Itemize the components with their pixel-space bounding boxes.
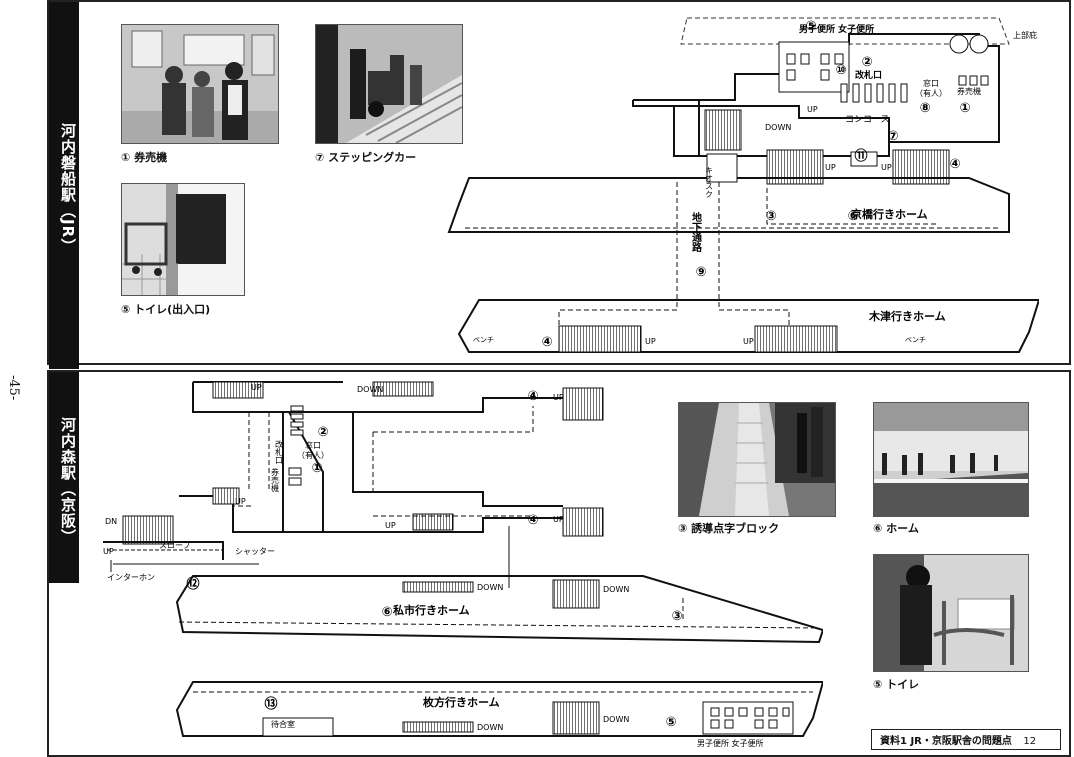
jr-up-label-1: UP (807, 105, 818, 114)
photo-stepping-car (315, 24, 463, 144)
kh-up-label-5: UP (553, 515, 564, 524)
jr-ticket-machine-label: 券売機 (957, 86, 981, 96)
kh-marker-4a: ④ (527, 389, 538, 404)
photo-toilet-entrance (121, 183, 245, 296)
jr-kiosk-label: キオスク (705, 166, 714, 198)
top-panel: 河内磐船駅（JR） ① 券売機 (47, 0, 1071, 369)
kh-ticket-gate-label: 改札口 (275, 439, 284, 464)
jr-marker-2: ② (861, 55, 872, 70)
kh-up-label-6: UP (103, 547, 114, 556)
jr-marker-11: ⑪ (854, 148, 867, 164)
top-station-title: 河内磐船駅（JR） (49, 2, 79, 369)
jr-upper-floor-label: 上部庇 (1013, 30, 1037, 40)
photo-platform (873, 402, 1029, 517)
kh-up-label-2: UP (553, 393, 564, 402)
kh-window-staffed-label: （有人） (297, 450, 329, 460)
jr-concourse-label: コンコース (845, 115, 890, 125)
jr-bench-label-1: ベンチ (473, 336, 494, 344)
jr-platform-kizu: 木津行きホーム (868, 309, 946, 323)
kh-intercom-label: インターホン (107, 573, 155, 582)
kh-dn-label: DN (105, 517, 117, 526)
kh-down-label-1: DOWN (357, 385, 383, 394)
bottom-station-title: 河内森駅（京阪） (49, 372, 79, 583)
kh-marker-13: ⑬ (264, 696, 277, 712)
jr-up-label-5: UP (743, 337, 754, 346)
caption-tactile-blocks: ③ 誘導点字ブロック (678, 522, 780, 535)
kh-up-label-3: UP (235, 497, 246, 506)
kh-down-label-4: DOWN (477, 723, 503, 732)
jr-up-label-3: UP (881, 163, 892, 172)
kh-marker-4b: ④ (527, 513, 538, 528)
photo-tactile-blocks (678, 402, 836, 517)
kh-marker-5: ⑤ (665, 715, 676, 730)
jr-marker-4b: ④ (541, 335, 552, 350)
jr-marker-3: ③ (765, 209, 776, 224)
kh-platform-hirakata: 枚方行きホーム (423, 695, 500, 709)
caption-platform: ⑥ ホーム (873, 522, 919, 535)
footer-label: 資料1 JR・京阪駅舎の問題点 12 (871, 729, 1061, 750)
jr-marker-7: ⑦ (887, 129, 898, 144)
jr-down-label-1: DOWN (765, 123, 791, 132)
kh-marker-1: ① (311, 461, 322, 476)
kh-shutter-label: シャッター (235, 547, 275, 556)
footer-title: 資料1 JR・京阪駅舎の問題点 (880, 736, 1012, 747)
photo-toilet (873, 554, 1029, 672)
jr-window-staffed-label: （有人） (915, 88, 947, 98)
jr-marker-5: ⑤ (805, 19, 816, 34)
kh-marker-6: ⑥ (381, 605, 392, 620)
kh-down-label-3: DOWN (603, 585, 629, 594)
jr-marker-9: ⑨ (695, 265, 706, 280)
kh-up-label-1: UP (251, 383, 262, 392)
kh-marker-12: ⑫ (186, 576, 199, 592)
kh-marker-3: ③ (671, 609, 682, 624)
photo-ticket-machine (121, 24, 279, 144)
jr-up-label-2: UP (825, 163, 836, 172)
page-number: -45- (6, 375, 21, 401)
bottom-panel: 河内森駅（京阪） (47, 370, 1071, 757)
jr-marker-6: ⑥ (847, 209, 858, 224)
caption-toilet: ⑤ トイレ (873, 678, 920, 691)
kh-up-label-4: UP (385, 521, 396, 530)
kh-ticket-machine-label: 券売機 (271, 467, 280, 493)
kh-waiting-room-label: 待合室 (271, 719, 295, 729)
jr-bench-label-2: ベンチ (905, 336, 926, 344)
jr-station-map: 男子便所 女子便所 上部庇 改札口 窓口 （有人） 券売機 コンコース DOWN… (447, 17, 1039, 353)
kh-marker-2: ② (317, 425, 328, 440)
jr-marker-1: ① (959, 101, 970, 116)
kh-down-label-2: DOWN (477, 583, 503, 592)
keihan-station-map: UP DOWN UP UP UP UP DN UP スロープ シャッター インタ… (103, 381, 823, 748)
jr-window-label: 窓口 (923, 78, 939, 88)
jr-up-label-4: UP (645, 337, 656, 346)
kh-slope-label: スロープ (159, 541, 191, 550)
jr-marker-4a: ④ (949, 157, 960, 172)
jr-marker-10: ⑩ (835, 63, 846, 78)
caption-toilet-entrance: ⑤ トイレ(出入口) (121, 303, 211, 316)
kh-platform-shijo: 私市行きホーム (393, 603, 470, 617)
jr-restroom-label: 男子便所 女子便所 (799, 23, 874, 35)
jr-ticket-gate-label: 改札口 (855, 69, 882, 81)
kh-window-label: 窓口 (305, 440, 321, 450)
jr-platform-kyobashi: 京橋行きホーム (851, 207, 928, 221)
caption-ticket-machine: ① 券売機 (121, 151, 168, 164)
footer-page: 12 (1023, 736, 1037, 747)
jr-marker-8: ⑧ (919, 101, 930, 116)
jr-underpass-label: 地下通路 (690, 211, 702, 253)
caption-stepping-car: ⑦ ステッピングカー (315, 151, 417, 164)
kh-restroom-label: 男子便所 女子便所 (697, 738, 764, 748)
kh-down-label-5: DOWN (603, 715, 629, 724)
